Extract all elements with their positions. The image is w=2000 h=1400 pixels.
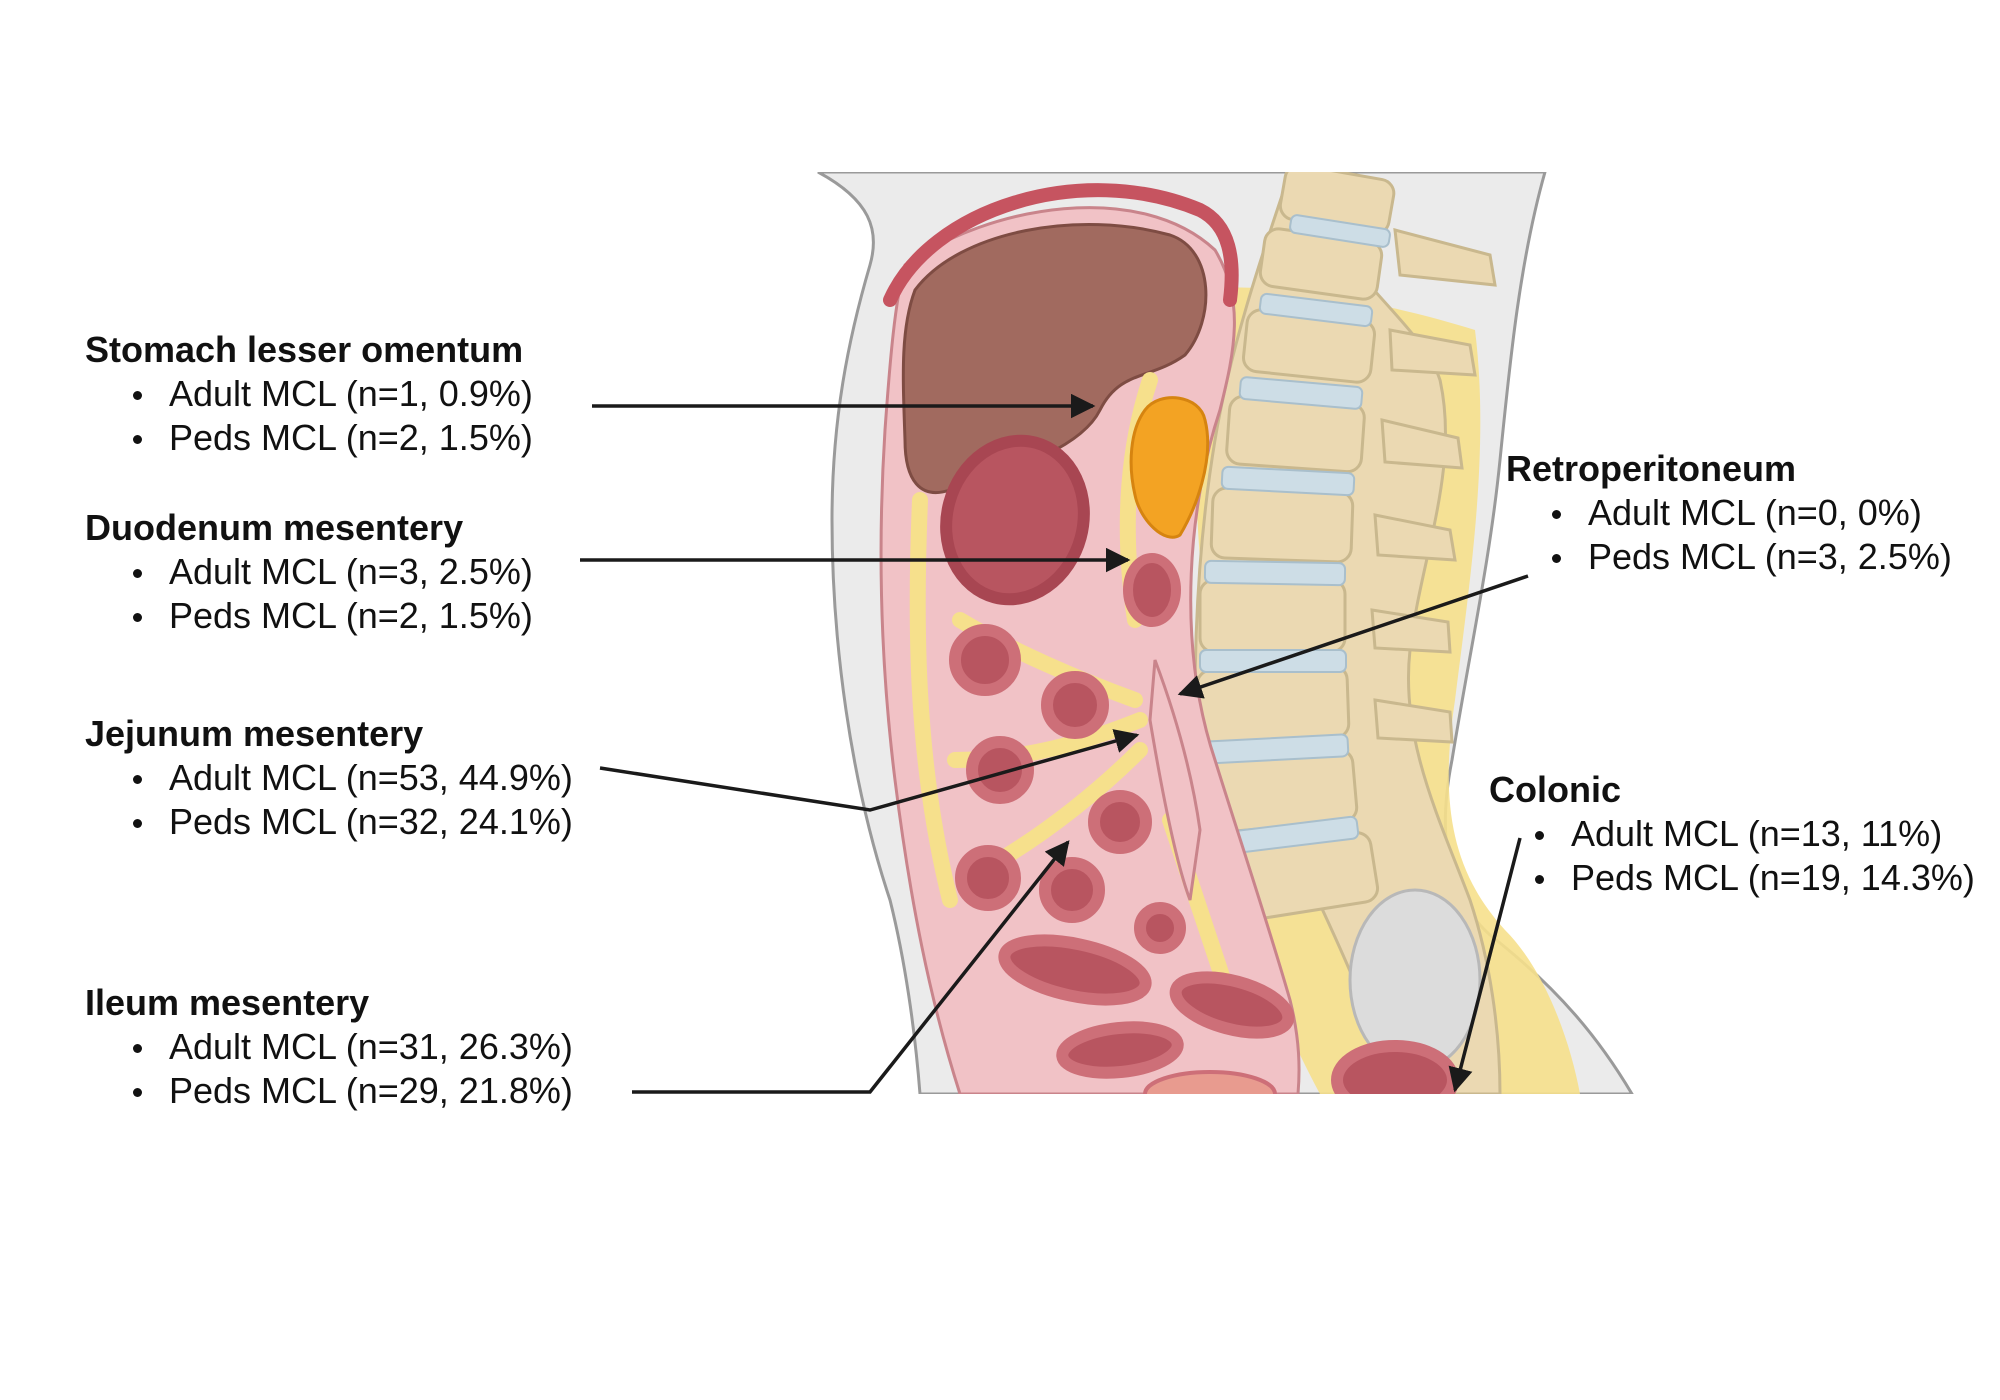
arrow-jejunum xyxy=(599,729,1140,812)
diaphragm xyxy=(883,183,1239,307)
label-list: Adult MCL (n=3, 2.5%) Peds MCL (n=2, 1.5… xyxy=(85,550,533,638)
label-title: Retroperitoneum xyxy=(1506,448,1797,489)
label-title: Duodenum mesentery xyxy=(85,507,464,548)
arrow-ileum xyxy=(632,840,1070,1094)
label-list: Adult MCL (n=0, 0%) Peds MCL (n=3, 2.5%) xyxy=(1506,491,1952,579)
label-item-peds: Peds MCL (n=29, 21.8%) xyxy=(133,1070,573,1111)
spine xyxy=(1193,172,1502,1094)
label-title: Stomach lesser omentum xyxy=(85,329,524,370)
label-item-adult: Adult MCL (n=31, 26.3%) xyxy=(133,1026,573,1067)
label-list: Adult MCL (n=31, 26.3%) Peds MCL (n=29, … xyxy=(85,1025,573,1113)
colon xyxy=(1331,1040,1459,1094)
label-colonic: Colonic Adult MCL (n=13, 11%) Peds MCL (… xyxy=(1489,768,1975,900)
label-item-adult: Adult MCL (n=1, 0.9%) xyxy=(133,373,533,414)
label-item-adult: Adult MCL (n=53, 44.9%) xyxy=(133,757,573,798)
label-title: Jejunum mesentery xyxy=(85,713,424,754)
arrow-retroperitoneum xyxy=(1177,574,1529,699)
label-item-adult: Adult MCL (n=0, 0%) xyxy=(1552,491,1952,535)
label-item-peds: Peds MCL (n=3, 2.5%) xyxy=(1552,536,1952,577)
label-list: Adult MCL (n=53, 44.9%) Peds MCL (n=32, … xyxy=(85,756,573,844)
label-item-peds: Peds MCL (n=32, 24.1%) xyxy=(133,801,573,842)
label-item-peds: Peds MCL (n=19, 14.3%) xyxy=(1535,857,1975,898)
liver xyxy=(901,222,1208,494)
label-stomach-lesser-omentum: Stomach lesser omentum Adult MCL (n=1, 0… xyxy=(85,328,533,460)
label-item-peds: Peds MCL (n=2, 1.5%) xyxy=(133,417,533,458)
arrow-colonic xyxy=(1448,837,1522,1093)
label-list: Adult MCL (n=1, 0.9%) Peds MCL (n=2, 1.5… xyxy=(85,372,533,460)
label-duodenum-mesentery: Duodenum mesentery Adult MCL (n=3, 2.5%)… xyxy=(85,506,533,638)
mesentery-root xyxy=(1148,659,1202,901)
label-retroperitoneum: Retroperitoneum Adult MCL (n=0, 0%) Peds… xyxy=(1506,447,1952,579)
label-title: Colonic xyxy=(1489,769,1621,810)
small-intestine xyxy=(949,624,1295,1079)
label-jejunum-mesentery: Jejunum mesentery Adult MCL (n=53, 44.9%… xyxy=(85,712,573,844)
bladder xyxy=(1143,1070,1277,1094)
label-title: Ileum mesentery xyxy=(85,982,370,1023)
label-item-adult: Adult MCL (n=3, 2.5%) xyxy=(133,551,533,592)
label-item-adult: Adult MCL (n=13, 11%) xyxy=(1535,812,1975,856)
label-ileum-mesentery: Ileum mesentery Adult MCL (n=31, 26.3%) … xyxy=(85,981,573,1113)
pancreas xyxy=(1129,396,1210,539)
label-item-peds: Peds MCL (n=2, 1.5%) xyxy=(133,595,533,636)
label-list: Adult MCL (n=13, 11%) Peds MCL (n=19, 14… xyxy=(1489,812,1975,900)
duodenum xyxy=(1123,553,1181,627)
